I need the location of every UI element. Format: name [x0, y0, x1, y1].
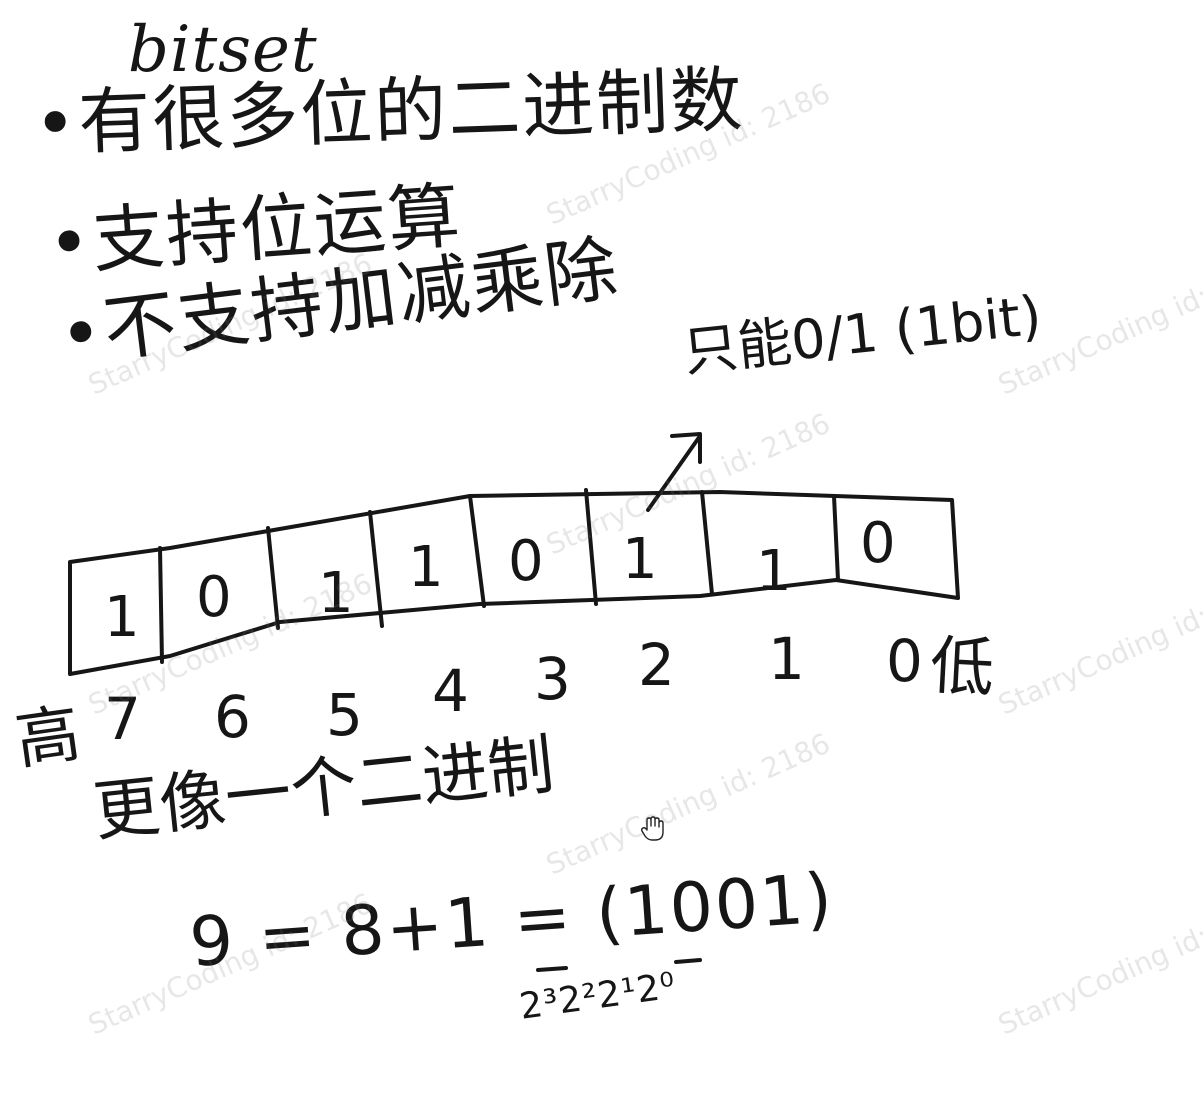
bit-index-7: 7 — [104, 685, 141, 753]
cell-divider — [468, 494, 486, 608]
bit-index-4: 4 — [432, 657, 469, 725]
bit-cell-7: 1 — [104, 585, 140, 650]
bit-cell-2: 1 — [622, 527, 658, 592]
bit-cell-4: 1 — [408, 535, 444, 600]
equation-underline — [536, 966, 568, 972]
bit-index-1: 1 — [768, 625, 805, 693]
bit-cell-5: 1 — [318, 561, 354, 626]
label-low: 低 — [928, 629, 996, 707]
cell-divider — [832, 494, 840, 582]
cell-divider — [266, 526, 280, 630]
label-high: 高 — [11, 696, 85, 780]
cell-divider — [368, 510, 384, 628]
cell-divider — [158, 546, 164, 664]
bit-index-5: 5 — [326, 681, 363, 749]
title-bitset: bitset — [128, 13, 318, 87]
cell-divider — [700, 490, 714, 596]
cell-divider — [584, 488, 598, 606]
bit-index-6: 6 — [214, 683, 251, 751]
bit-cell-0: 0 — [860, 511, 896, 576]
bit-index-0: 0 — [886, 627, 923, 695]
arrow-icon — [646, 434, 702, 512]
hand-cursor-icon — [640, 816, 664, 841]
bit-index-2: 2 — [638, 631, 675, 699]
bit-cell-3: 0 — [508, 529, 544, 594]
bit-index-3: 3 — [534, 645, 571, 713]
equation-underline — [674, 958, 702, 964]
bit-cell-6: 0 — [196, 565, 232, 630]
bit-cell-1: 1 — [756, 539, 792, 604]
